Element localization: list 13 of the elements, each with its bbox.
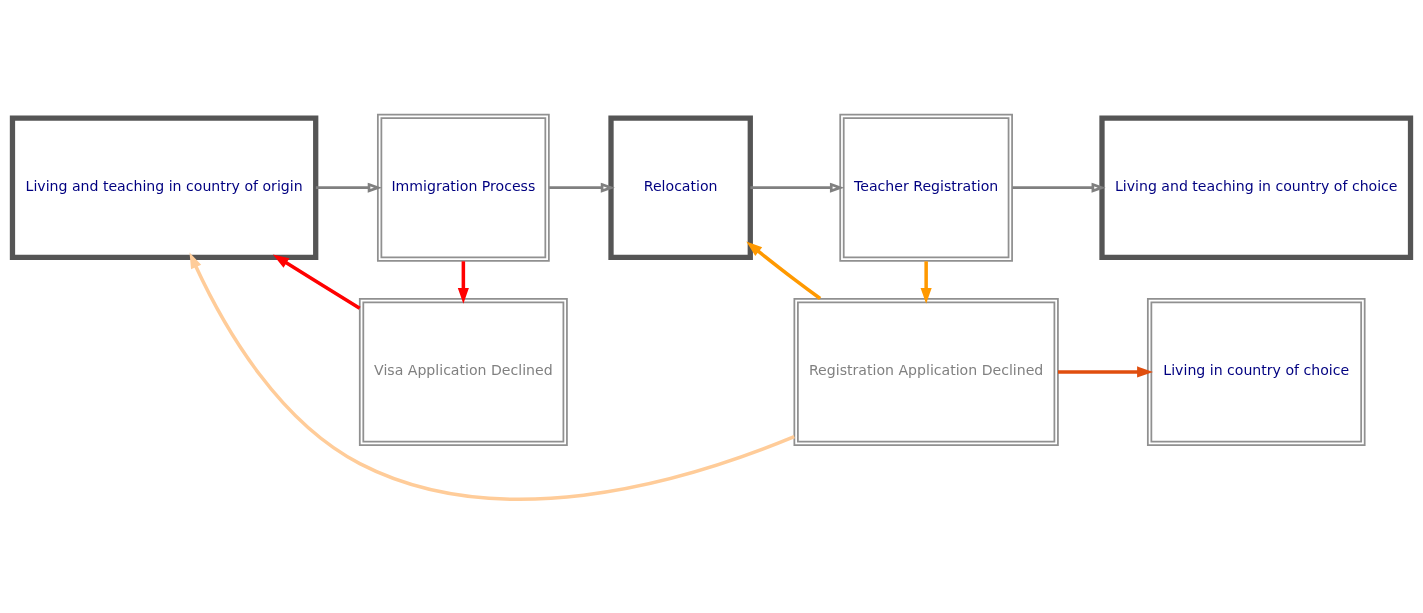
arrow (1058, 365, 1154, 377)
arrow (189, 252, 795, 501)
arrow (750, 182, 845, 193)
node-box: Living and teaching in country of choice (1099, 114, 1414, 260)
arrow (920, 260, 932, 304)
arrow (272, 254, 361, 310)
arrow (549, 182, 615, 193)
arrow (457, 260, 469, 304)
arrow (315, 182, 382, 193)
node-box: Living and teaching in country of origin (9, 114, 319, 260)
arrow (1012, 182, 1106, 193)
node-box: Relocation (608, 114, 753, 260)
arrow (746, 241, 822, 300)
